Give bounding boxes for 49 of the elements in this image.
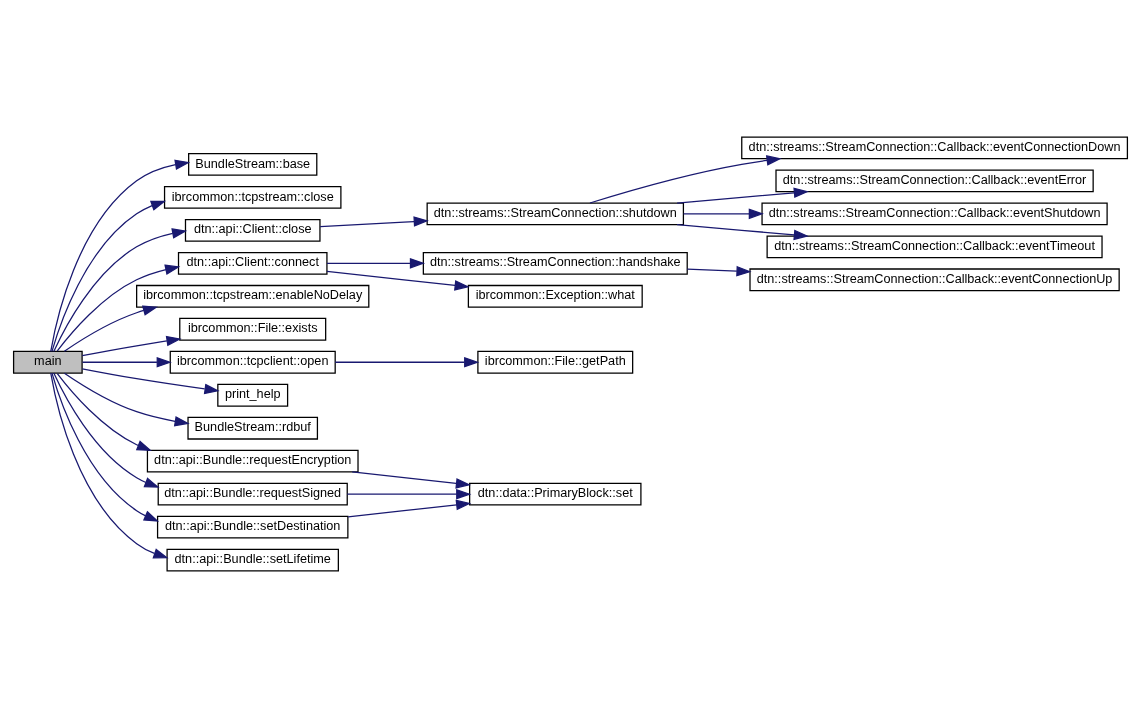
arrow [81, 367, 220, 394]
arrow [346, 488, 472, 499]
node-box: dtn::streams::StreamConnection::shutdown [426, 201, 685, 225]
arrow [56, 264, 181, 352]
arrow [81, 335, 182, 356]
node-box: dtn::api::Bundle::requestEncryption [146, 449, 359, 473]
node-box: ibrcommon::tcpstream::enableNoDelay [136, 284, 370, 308]
node-box: dtn::streams::StreamConnection::handshake [422, 251, 688, 275]
node-box: dtn::api::Client::close [184, 218, 321, 242]
node-box: ibrcommon::File::getPath [477, 350, 634, 374]
node-box: dtn::api::Client::connect [177, 251, 328, 275]
node-box: ibrcommon::tcpstream::close [163, 185, 342, 209]
arrow [319, 215, 429, 227]
arrow [676, 187, 809, 204]
arrow [351, 470, 472, 489]
arrow [347, 499, 472, 517]
node-box: BundleStream::base [188, 152, 318, 176]
arrow [686, 265, 752, 276]
arrow [63, 304, 159, 352]
arrow [53, 227, 188, 352]
node-box: ibrcommon::Exception::what [467, 284, 643, 308]
arrow [81, 356, 172, 368]
arrow [334, 356, 480, 368]
node-box: ibrcommon::tcpclient::open [169, 350, 336, 374]
node-box: dtn::streams::StreamConnection::Callback::eventTimeout [766, 234, 1103, 258]
node-box: BundleStream::rdbuf [187, 416, 319, 440]
arrow [589, 154, 782, 204]
arrow [63, 372, 190, 426]
node-box: dtn::streams::StreamConnection::Callback::eventShutdown [761, 201, 1108, 225]
arrow [51, 371, 160, 522]
arrow [326, 270, 470, 291]
arrow [326, 257, 426, 269]
node-box: dtn::data::PrimaryBlock::set [469, 482, 642, 506]
node-box: dtn::streams::StreamConnection::Callback::eventError [775, 168, 1094, 192]
node-box: dtn::api::Bundle::setLifetime [166, 548, 339, 572]
node-box: dtn::api::Bundle::setDestination [156, 515, 349, 539]
arrow [50, 158, 191, 352]
node-box: print_help [217, 383, 289, 407]
node-box: dtn::streams::StreamConnection::Callback::eventConnectionUp [749, 267, 1120, 291]
node-box: dtn::streams::StreamConnection::Callback::eventConnectionDown [741, 135, 1129, 159]
arrow [50, 371, 169, 558]
node-box: dtn::api::Bundle::requestSigned [157, 482, 348, 506]
arrow [51, 200, 167, 352]
node-box: ibrcommon::File::exists [179, 317, 327, 341]
arrow [682, 208, 764, 219]
arrow [676, 223, 809, 240]
arrow [53, 371, 160, 488]
node-box: main [12, 350, 83, 374]
arrow [56, 372, 152, 451]
